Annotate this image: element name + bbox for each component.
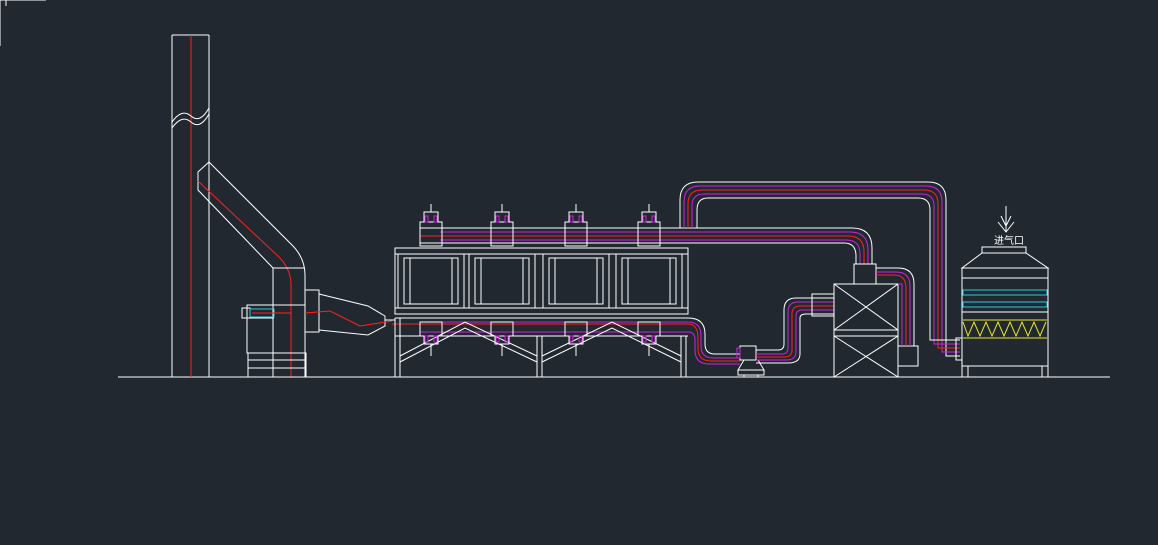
- adsorber-unit: [615, 204, 683, 356]
- booster-fan: [736, 345, 765, 377]
- packing-layer: [962, 289, 1048, 296]
- upper-duct: [679, 181, 960, 357]
- spray-zone: [962, 320, 1047, 338]
- adsorber-unit: [468, 204, 536, 356]
- reactor-inlet-duct: [756, 293, 835, 364]
- lower-duct: [687, 317, 740, 365]
- inclined-duct: [197, 161, 306, 377]
- mid-duct: [698, 227, 873, 264]
- reactor-unit: [833, 263, 919, 378]
- adsorber-unit: [397, 204, 465, 356]
- spray-tower: 进气口: [955, 206, 1050, 378]
- transition-duct: [304, 289, 395, 336]
- main-fan: [241, 304, 307, 378]
- inlet-label: 进气口: [994, 234, 1024, 247]
- viewport-corner: [0, 0, 46, 46]
- packing-layer: [962, 301, 1048, 308]
- exhaust-stack: [171, 34, 210, 377]
- adsorber-bank: [392, 227, 698, 377]
- adsorber-unit: [542, 204, 610, 356]
